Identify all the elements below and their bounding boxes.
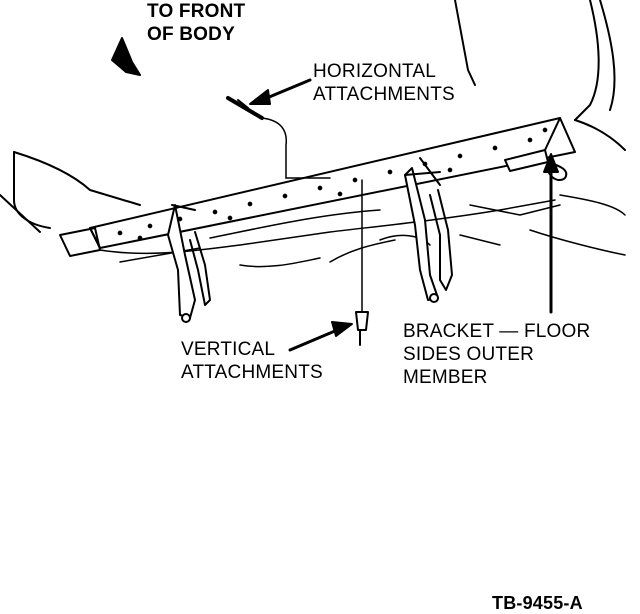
bracket-line-3: MEMBER <box>403 367 488 388</box>
to-front-arrow <box>111 37 141 76</box>
horizontal-line-2: ATTACHMENTS <box>313 84 455 105</box>
left-clamp <box>167 204 211 323</box>
horizontal-line-1: HORIZONTAL <box>313 61 437 82</box>
bracket-line-2: SIDES OUTER <box>403 344 534 365</box>
figure-id-label: TB-9455-A <box>492 593 583 613</box>
vertical-attachments-label: VERTICAL ATTACHMENTS <box>181 338 323 384</box>
to-front-line-1: TO FRONT <box>147 1 246 22</box>
bracket-line-1: BRACKET — FLOOR <box>403 321 591 342</box>
horizontal-attachment-fastener <box>226 96 331 179</box>
underbody-structure <box>99 194 626 268</box>
right-clamp <box>404 167 453 303</box>
horizontal-attachments-label: HORIZONTAL ATTACHMENTS <box>313 60 455 106</box>
bracket-floor-sides-outer-member-label: BRACKET — FLOOR SIDES OUTER MEMBER <box>403 320 590 389</box>
to-front-line-2: OF BODY <box>147 24 235 45</box>
floor-side-rail <box>59 117 576 257</box>
vertical-line-1: VERTICAL <box>181 339 276 360</box>
to-front-of-body-label: TO FRONT OF BODY <box>147 0 245 46</box>
vertical-line-2: ATTACHMENTS <box>181 362 323 383</box>
body-panel-outline <box>0 0 626 233</box>
vertical-leader-arrow <box>288 321 353 352</box>
horizontal-leader-arrow <box>249 78 312 105</box>
bracket-leader-arrow <box>543 153 559 314</box>
vertical-attachment-fastener <box>355 179 369 346</box>
